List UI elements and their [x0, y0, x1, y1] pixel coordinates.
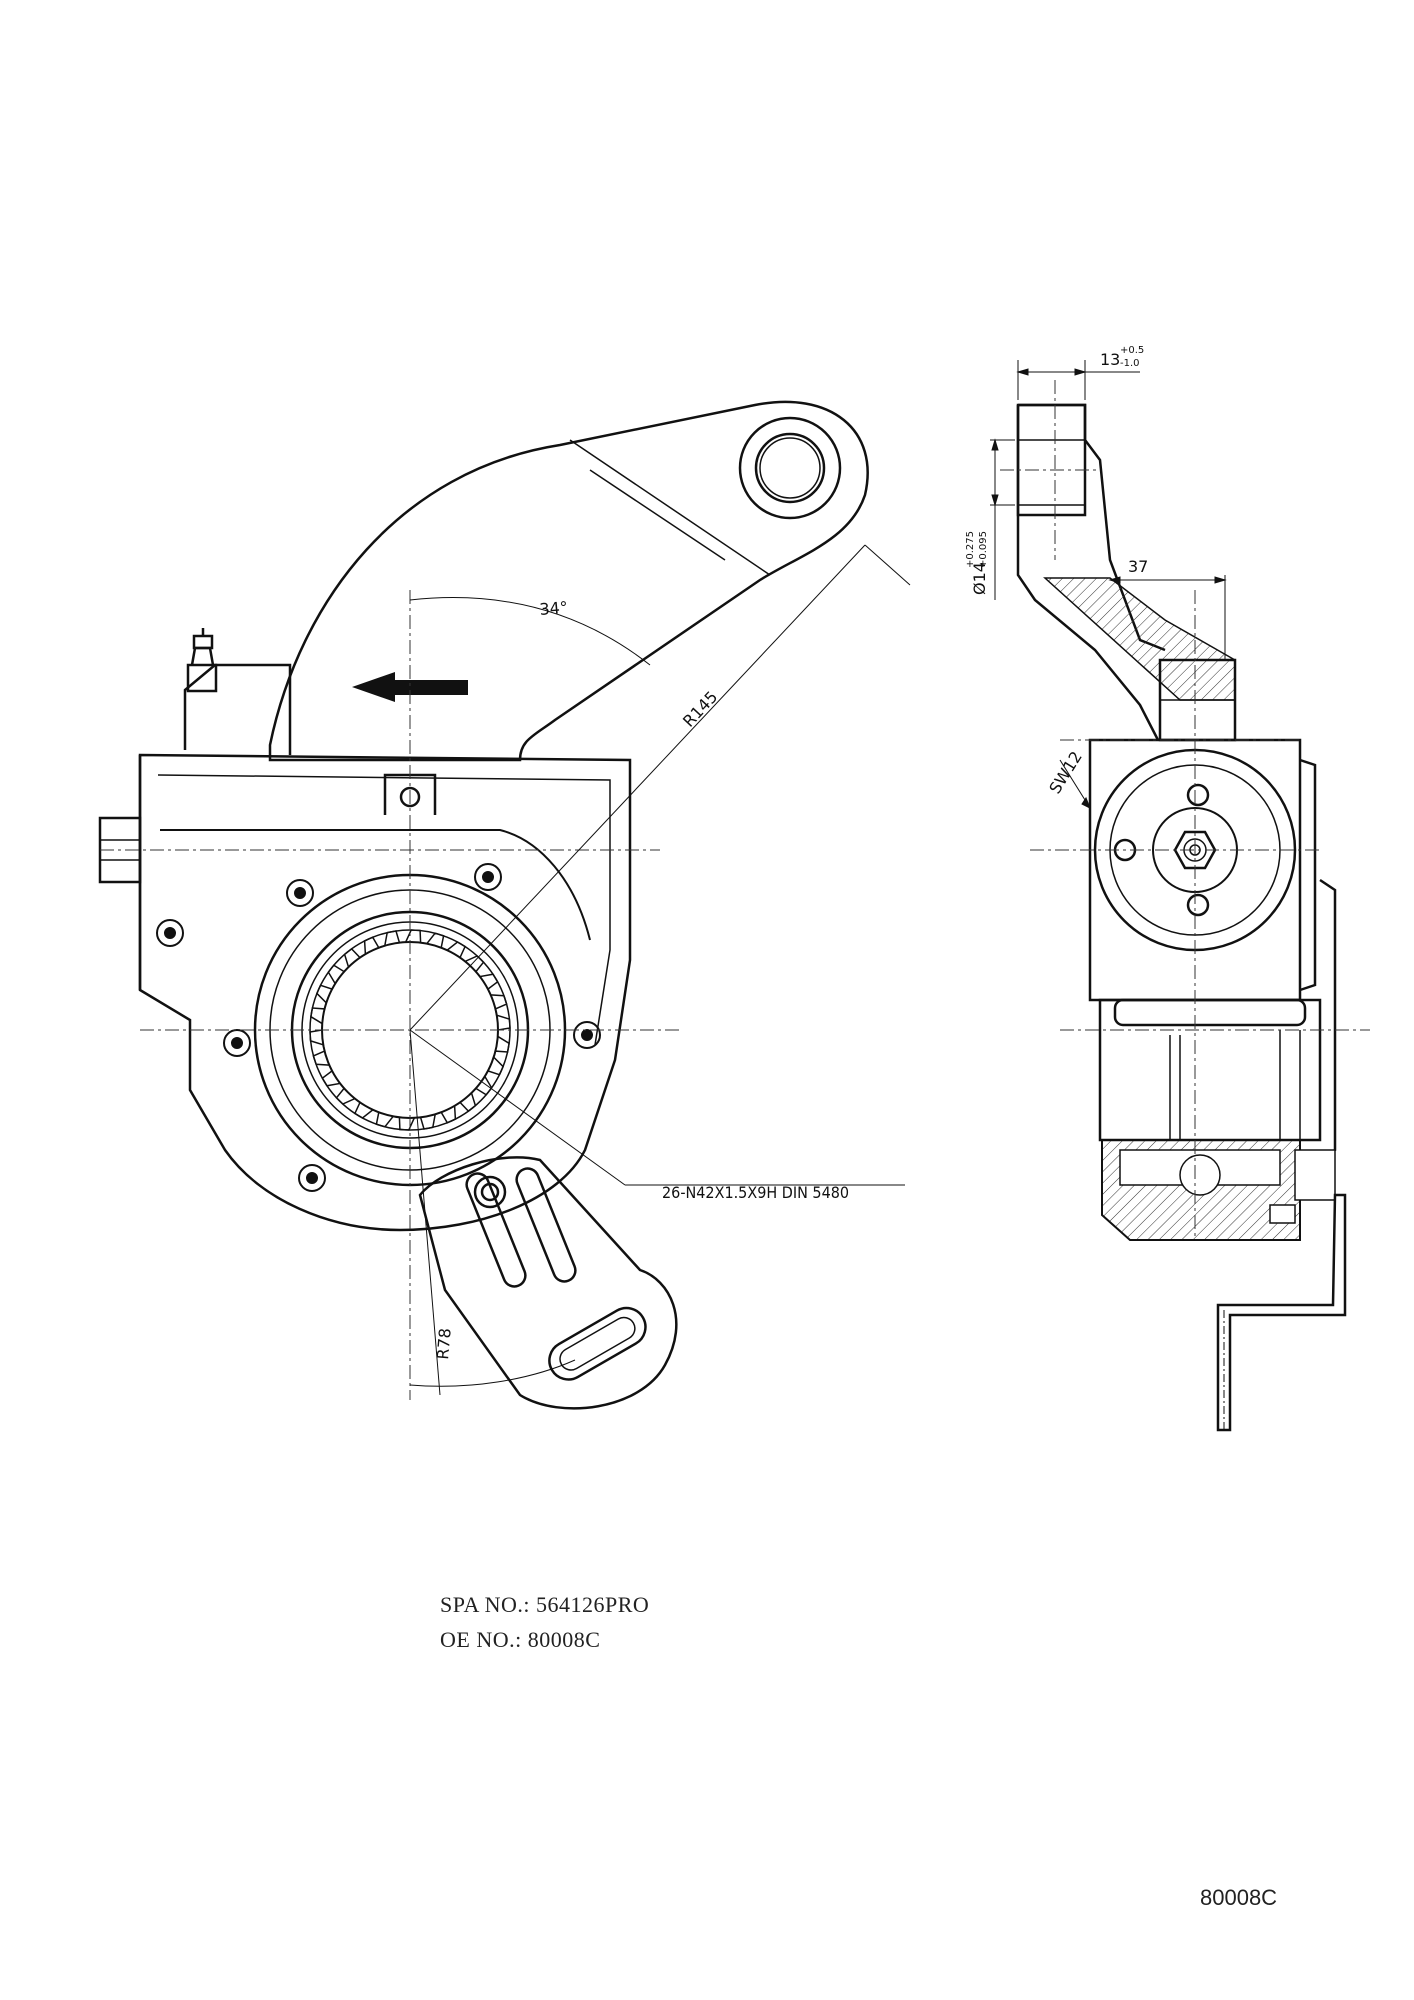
lower-slot-arm — [418, 1156, 678, 1410]
angle-label: 34° — [539, 598, 569, 619]
front-centerlines — [100, 590, 680, 1400]
width-tol-upper: +0.5 — [1120, 345, 1144, 356]
slot-1 — [465, 1172, 527, 1288]
slot-2 — [515, 1167, 577, 1283]
offset-dim-label: 37 — [1128, 557, 1148, 576]
bolt-icon — [474, 863, 502, 891]
bolt-icon — [223, 1029, 251, 1057]
side-lower-body — [1098, 998, 1322, 1142]
radius-arm-label: R145 — [679, 687, 721, 730]
side-view — [1016, 403, 1347, 1432]
spa-number: SPA NO.: 564126PRO — [440, 1592, 650, 1617]
side-centerlines — [1000, 380, 1370, 1240]
front-view — [98, 400, 869, 1410]
housing-bolts — [156, 863, 601, 1192]
bolt-icon — [298, 1164, 326, 1192]
drawing-code: 80008C — [1200, 1885, 1278, 1910]
width-dim-label: 13 — [1100, 350, 1120, 369]
housing-body — [138, 753, 632, 1232]
bolt-icon — [286, 879, 314, 907]
grease-nipple-icon — [186, 628, 218, 693]
front-dimensions — [409, 544, 911, 1396]
width-tol-lower: -1.0 — [1120, 358, 1140, 369]
arm-eye-outer — [738, 416, 842, 520]
oe-number: OE NO.: 80008C — [440, 1627, 601, 1652]
side-bracket — [1216, 1193, 1347, 1432]
bolt-icon — [573, 1021, 601, 1049]
side-arm-section — [1043, 577, 1236, 701]
bolt-icon — [473, 1175, 507, 1209]
wrench-size-label: SW12 — [1045, 748, 1086, 797]
direction-arrow-icon — [352, 672, 468, 702]
side-dimensions — [990, 360, 1227, 810]
hole-dim-label: Ø14 — [970, 562, 989, 595]
arm-eye-inner — [754, 432, 826, 504]
hole-tol-lower: +0.095 — [978, 531, 989, 568]
spline-spec-label: 26-N42X1.5X9H DIN 5480 — [662, 1183, 849, 1202]
housing-top — [183, 663, 292, 755]
slot-3 — [548, 1306, 647, 1381]
upper-arm — [268, 400, 869, 762]
side-arm-eye — [1016, 403, 1087, 517]
hole-tol-upper: +0.275 — [965, 531, 976, 568]
bolt-icon — [156, 919, 184, 947]
radius-slot-label: R78 — [433, 1327, 455, 1360]
